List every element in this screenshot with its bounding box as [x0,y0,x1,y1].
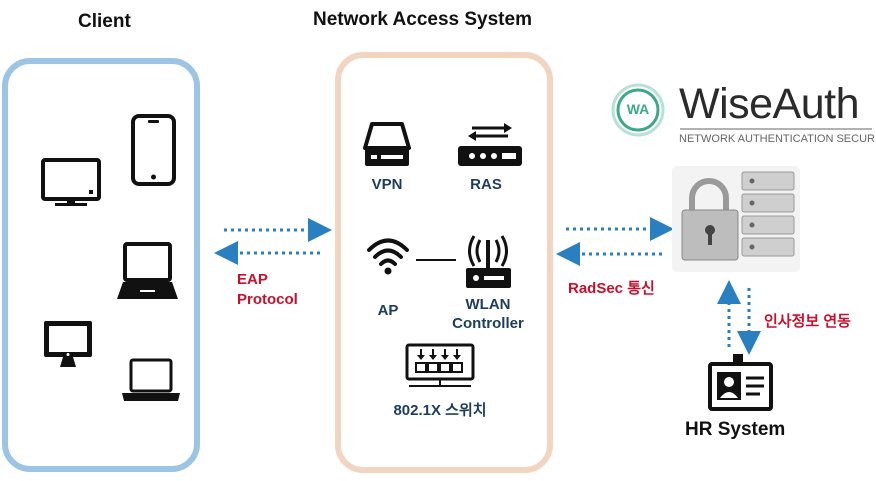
wifi-ap-icon [367,238,409,275]
network-switch-icon [405,343,475,387]
laptop-icon [117,242,178,299]
hr-system-title: HR System [685,419,786,440]
nas-group-box [335,52,553,473]
client-group-box [2,58,200,472]
hr-link-label: 인사정보 연동 [764,313,851,330]
ap-label: AP [377,302,399,319]
wiseauth-logo-name: WiseAuth [679,80,860,128]
eap-protocol-label: EAP Protocol [237,271,298,308]
ras-router-icon [458,123,522,166]
radsec-label: RadSec 통신 [568,280,655,297]
monitor-icon [41,158,101,206]
smartphone-icon [131,114,176,186]
vpn-label: VPN [371,176,403,193]
client-title: Client [78,11,131,32]
notebook-icon [122,358,180,401]
wlan-controller-label: WLAN Controller [452,296,524,332]
wlan-controller-icon [466,235,511,288]
switch-label: 802.1X 스위치 [393,402,487,419]
desktop-icon [44,321,92,367]
wiseauth-badge-text: WA [626,101,650,117]
nas-title: Network Access System [313,9,532,30]
vpn-server-icon [363,122,411,166]
secure-server-icon [672,166,800,272]
ras-label: RAS [470,176,502,193]
wiseauth-tagline: NETWORK AUTHENTICATION SECURITY [679,133,876,145]
wiseauth-logo-ring-icon [611,83,665,137]
id-card-icon [708,354,773,411]
